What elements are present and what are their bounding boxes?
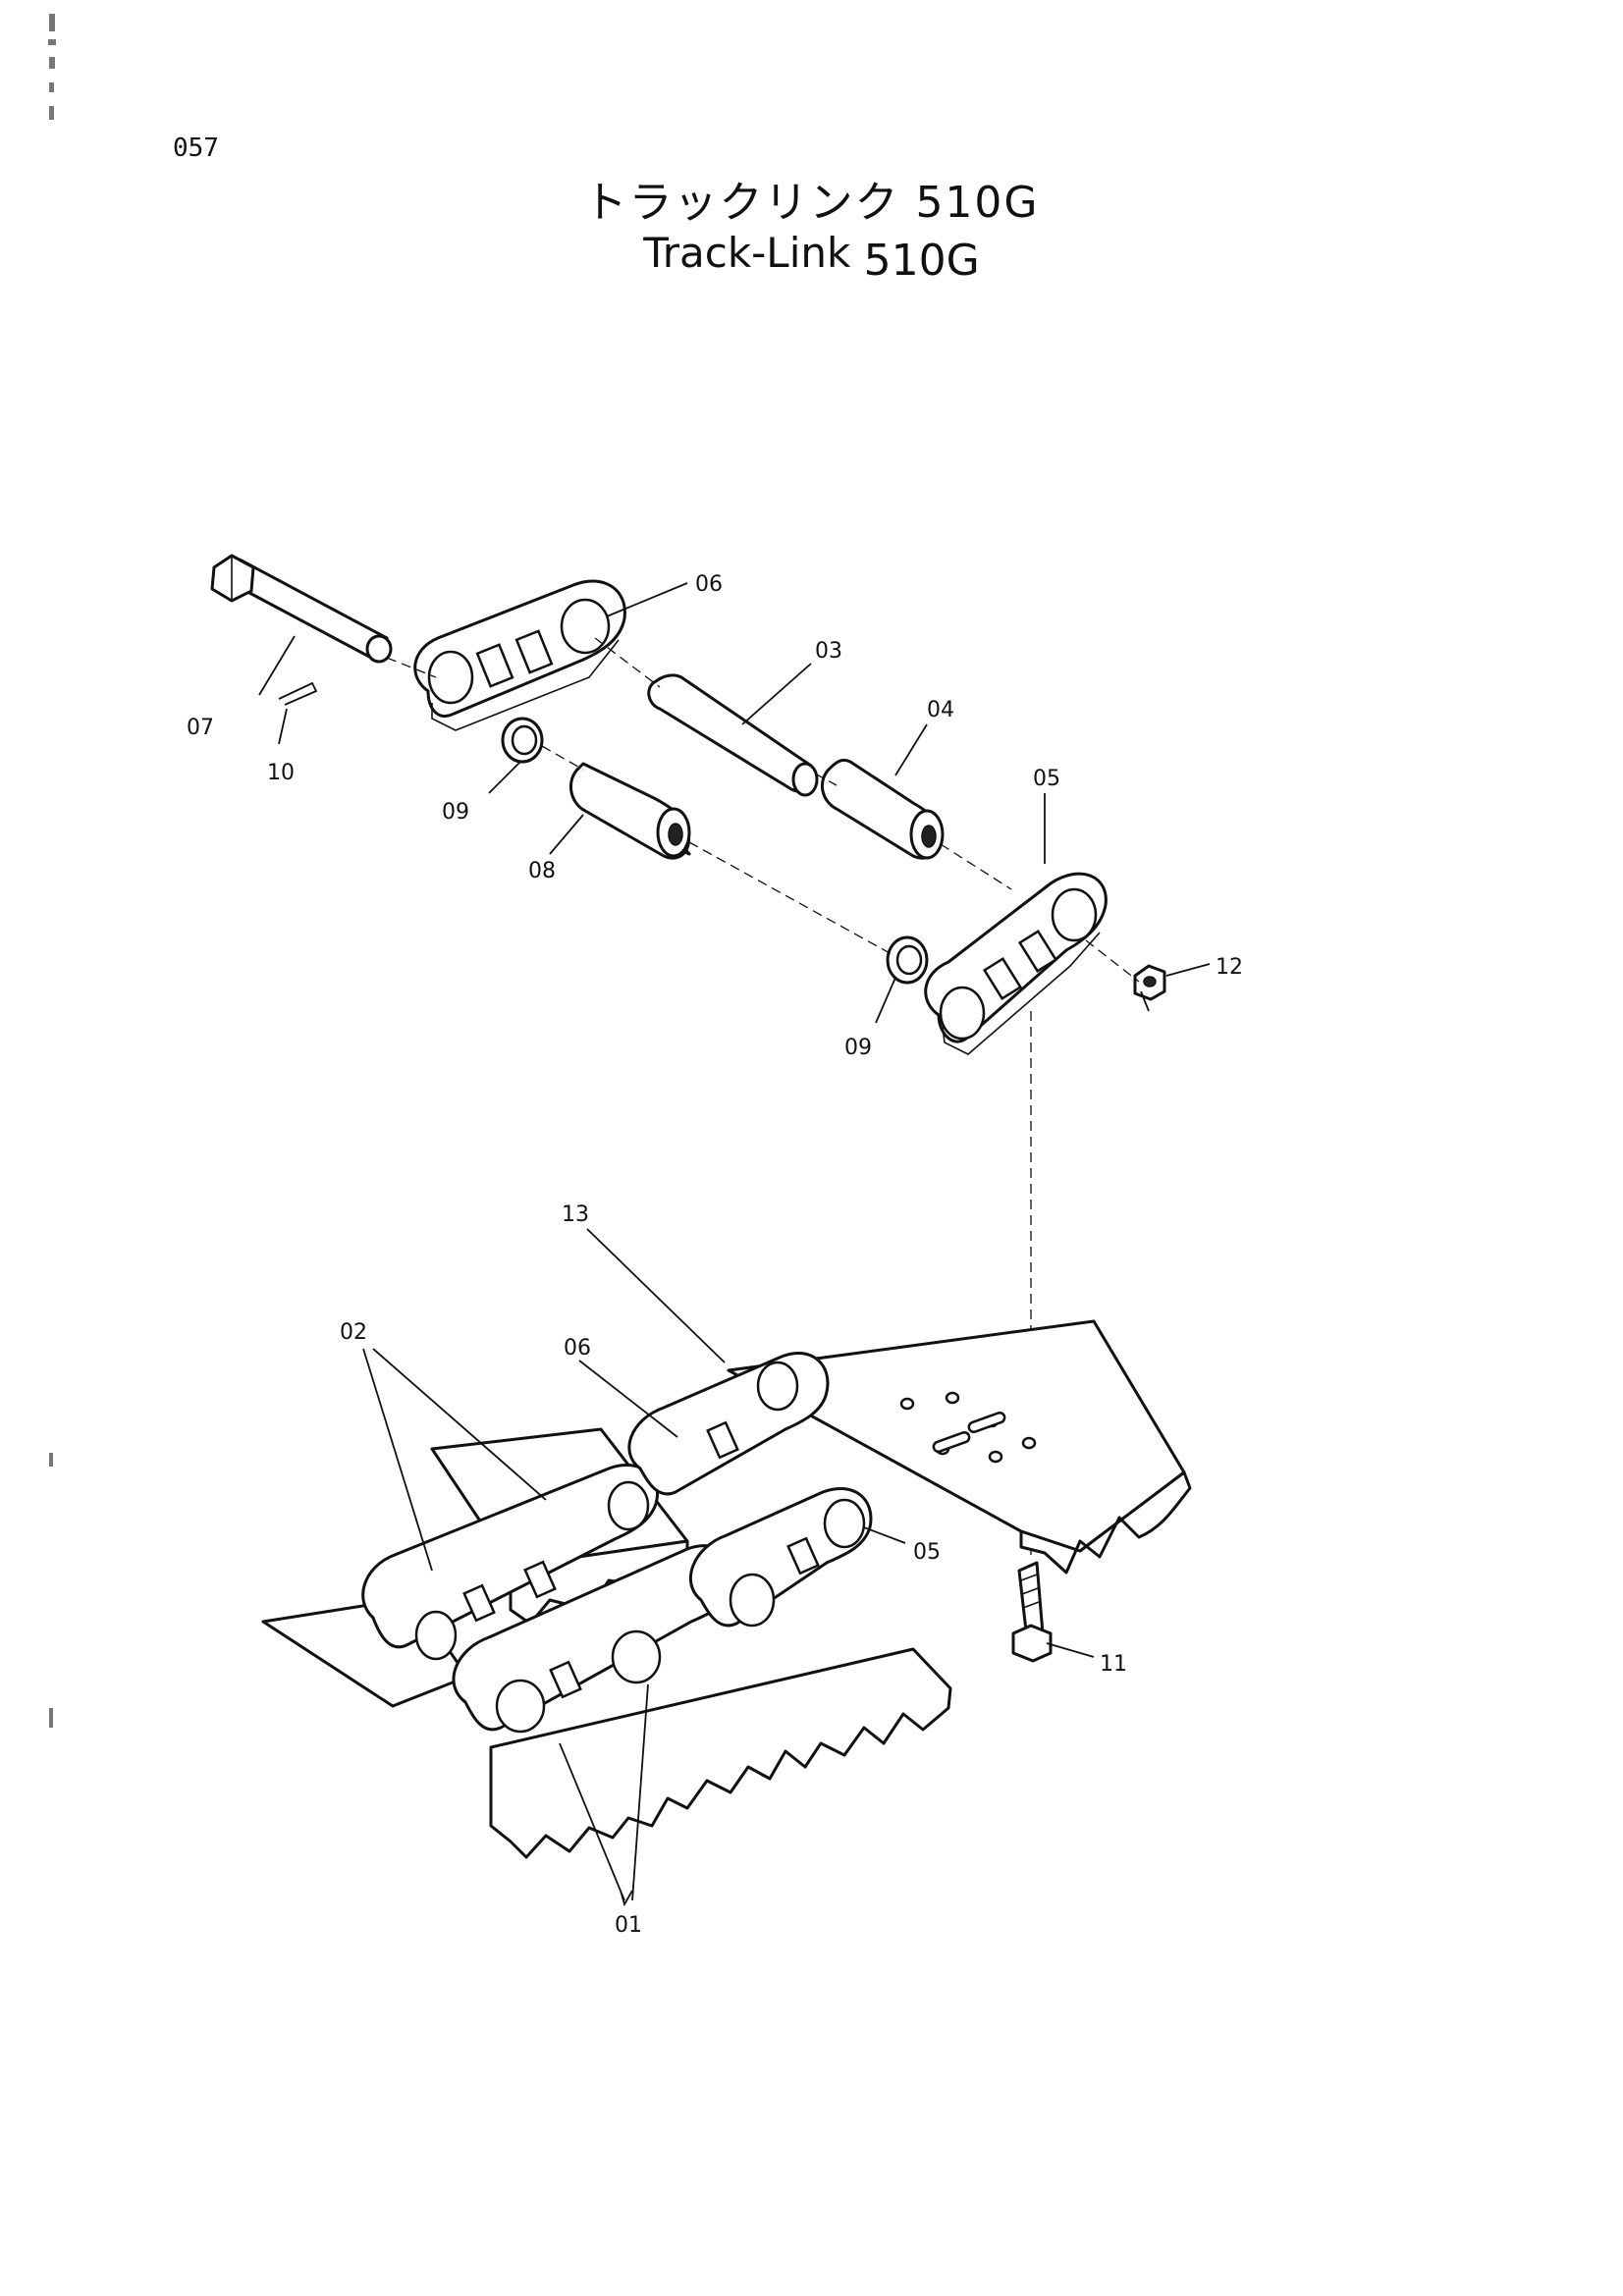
cotter-pin-10 bbox=[278, 681, 318, 706]
seal-09-left bbox=[501, 717, 544, 764]
bolt-11 bbox=[1011, 1561, 1053, 1663]
callout-12: 12 bbox=[1216, 955, 1243, 980]
page-number: 057 bbox=[173, 133, 219, 163]
callout-11: 11 bbox=[1100, 1652, 1127, 1677]
title-model: 510G bbox=[863, 236, 980, 286]
link-05-lower bbox=[689, 1486, 873, 1628]
title-japanese: トラックリンク 510G bbox=[583, 178, 1040, 228]
callout-09-right: 09 bbox=[844, 1036, 872, 1060]
links-02 bbox=[361, 1463, 659, 1661]
link-06-lower bbox=[627, 1351, 830, 1496]
callout-labels: 07 10 09 08 06 03 04 05 12 09 13 02 06 0… bbox=[187, 572, 1243, 1938]
callout-04: 04 bbox=[927, 698, 954, 722]
scan-margin-specks bbox=[48, 14, 56, 1728]
callout-05-top: 05 bbox=[1033, 767, 1060, 791]
callout-06-top: 06 bbox=[695, 572, 723, 597]
callout-02: 02 bbox=[340, 1320, 367, 1345]
nut-12 bbox=[1133, 964, 1166, 1001]
callout-10: 10 bbox=[267, 761, 295, 785]
callout-09-left: 09 bbox=[442, 800, 469, 825]
bushing-08 bbox=[569, 762, 691, 860]
callout-07: 07 bbox=[187, 716, 214, 740]
track-pin-07 bbox=[210, 554, 393, 664]
callout-06-bottom: 06 bbox=[564, 1336, 591, 1361]
callout-13: 13 bbox=[562, 1202, 589, 1227]
callout-03: 03 bbox=[815, 639, 842, 664]
leader-lines bbox=[258, 582, 1211, 1907]
shoe-13 bbox=[727, 1319, 1192, 1575]
callout-08: 08 bbox=[528, 859, 556, 883]
bushing-04 bbox=[821, 758, 945, 860]
seal-09-right bbox=[886, 935, 929, 985]
pin-03 bbox=[647, 673, 819, 797]
title-english: Track-Link bbox=[643, 229, 851, 277]
link-06-upper bbox=[413, 579, 626, 731]
links-01 bbox=[452, 1544, 737, 1734]
callout-01: 01 bbox=[615, 1913, 642, 1938]
title-english-row: Track-Link 510G bbox=[0, 228, 1623, 286]
callout-05-bottom: 05 bbox=[913, 1540, 941, 1565]
link-05-upper bbox=[924, 872, 1108, 1055]
